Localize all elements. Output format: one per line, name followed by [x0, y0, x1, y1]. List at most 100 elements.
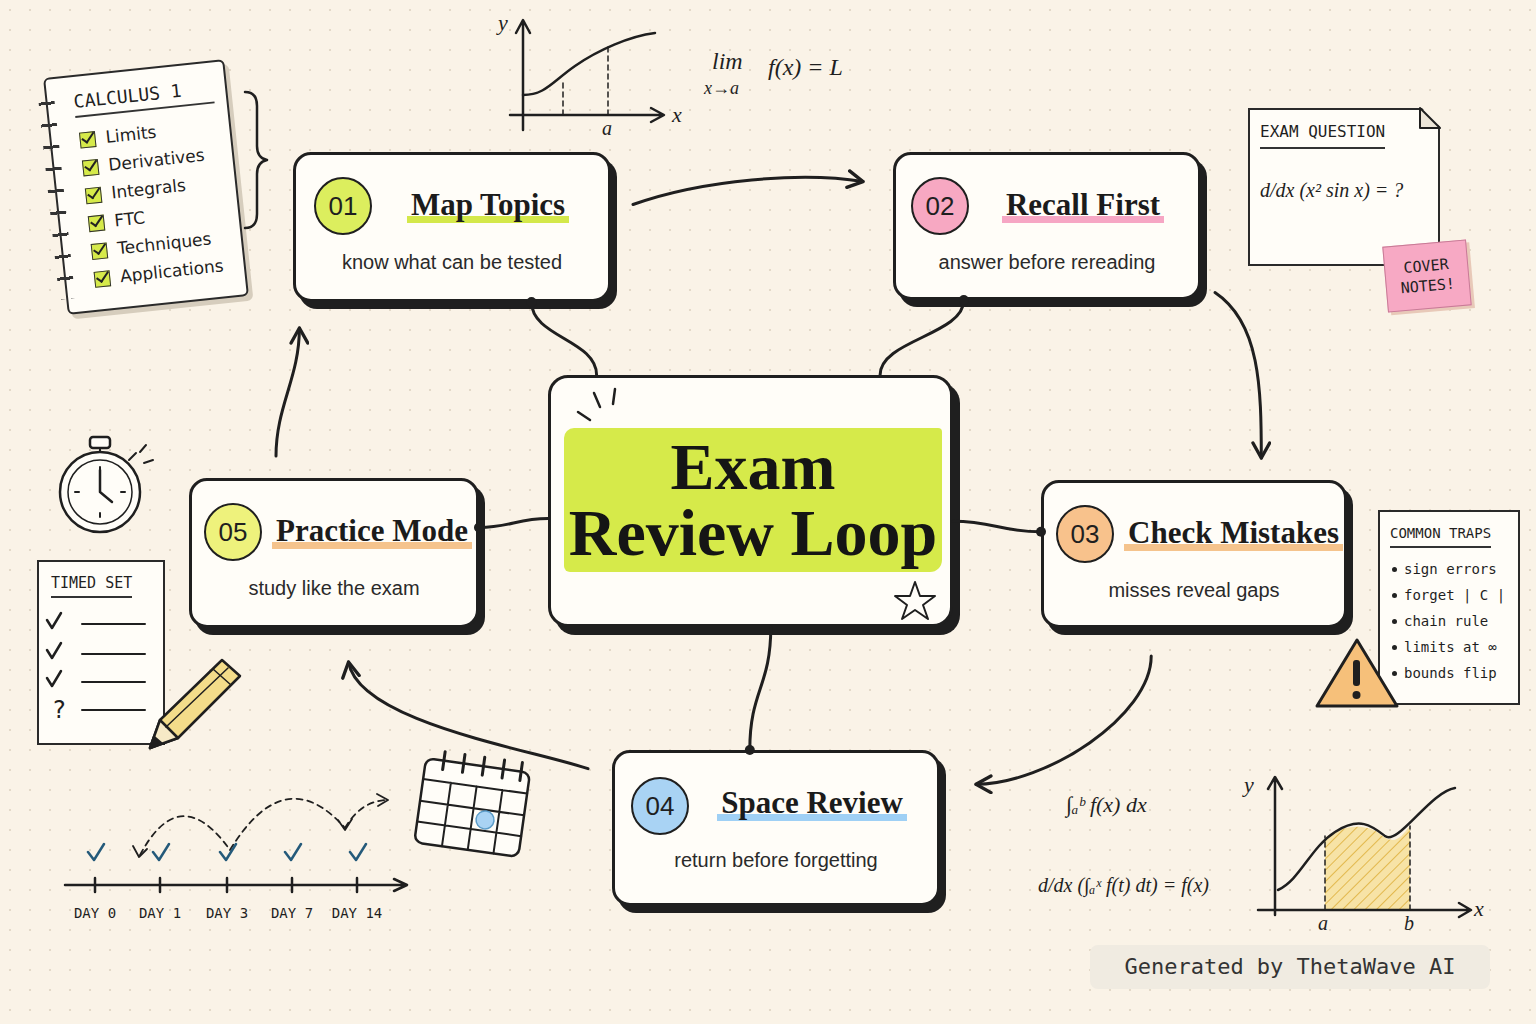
review-arcs [140, 799, 385, 855]
step-title: Practice Mode [272, 511, 472, 551]
sketches [47, 20, 1471, 917]
math-label: x [672, 102, 682, 128]
math-label: d/dx (∫ₐˣ f(t) dt) = f(x) [1038, 874, 1209, 897]
connector-line [880, 300, 964, 375]
math-label: DAY 14 [327, 905, 387, 921]
math-label: DAY 0 [70, 905, 120, 921]
math-label: DAY 7 [267, 905, 317, 921]
step-box: Check Mistakes misses reveal gaps 03 [1041, 480, 1347, 628]
arc-heads [133, 794, 388, 857]
connector-line [479, 519, 548, 528]
step-number-badge: 04 [631, 777, 689, 835]
calendar-grid [414, 779, 527, 857]
watermark: Generated by ThetaWave AI [1090, 945, 1490, 989]
central-title: Exam Review Loop [564, 428, 942, 572]
math-label: a [602, 117, 612, 140]
y-axis [516, 20, 530, 130]
dashed-bound [1325, 826, 1410, 910]
list-item: ? [53, 696, 66, 724]
traps-card: COMMON TRAPSsign errorsforget | C |chain… [1378, 510, 1520, 705]
curve [1278, 788, 1455, 890]
brace [245, 92, 267, 228]
math-label: x [1474, 896, 1484, 922]
title-holder: Space Review [695, 783, 929, 823]
curve [523, 33, 655, 95]
pencil-lines [166, 668, 231, 727]
step-subtitle: answer before rereading [896, 251, 1198, 274]
stopwatch-hands [100, 470, 112, 502]
shaded-area [1325, 826, 1410, 910]
connector-line [532, 302, 597, 375]
step-number-badge: 03 [1056, 505, 1114, 563]
card-heading: CALCULUS 1 [73, 77, 215, 118]
connector-line [750, 627, 771, 750]
stopwatch-face [68, 460, 132, 524]
warning-dot [1353, 691, 1361, 699]
timed-set-card: TIMED SET? [37, 560, 165, 745]
step-number: 01 [329, 191, 358, 222]
x-axis [1258, 903, 1471, 917]
timeline-ticks [95, 878, 357, 892]
step-title: Recall First [1002, 185, 1164, 225]
flow-arrow [633, 177, 863, 204]
step-box: Map Topicsknow what can be tested01 [293, 152, 611, 302]
step-number-badge: 05 [204, 503, 262, 561]
step-box: Space Review return before forgetting 04 [612, 750, 940, 906]
math-label: x→a [704, 78, 739, 99]
step-number: 04 [646, 791, 675, 822]
math-label: DAY 1 [135, 905, 185, 921]
review-checks [88, 844, 366, 860]
card-heading: EXAM QUESTION [1260, 122, 1385, 149]
list-item: bounds flip [1390, 660, 1508, 686]
list-item: chain rule [1390, 608, 1508, 634]
calendar-page [414, 758, 530, 857]
step-title: Check Mistakes [1124, 513, 1343, 553]
math-label: b [1404, 912, 1414, 935]
list-item: Applications [91, 251, 233, 293]
step-number: 05 [219, 517, 248, 548]
card-heading: COVER NOTES! [1390, 253, 1463, 299]
motion-lines [129, 445, 153, 463]
question-card: EXAM QUESTIONd/dx (x² sin x) = ? [1248, 108, 1440, 266]
calendar-rings [443, 752, 523, 781]
math-label: ∫ₐᵇ f(x) dx [1066, 792, 1147, 818]
stopwatch-crown [90, 437, 110, 448]
math-label: y [1244, 772, 1254, 798]
math-label: y [498, 10, 508, 36]
math-label: lim [712, 48, 743, 75]
list-item: limits at ∞ [1390, 634, 1508, 660]
math-label: a [1318, 912, 1328, 935]
title-holder: Recall First [976, 185, 1190, 225]
step-number-badge: 02 [911, 177, 969, 235]
sticky-note: COVER NOTES! [1382, 239, 1471, 312]
math-label: DAY 3 [202, 905, 252, 921]
flow-arrow [976, 656, 1151, 784]
step-subtitle: study like the exam [192, 577, 476, 600]
stopwatch-body [60, 452, 140, 532]
step-box: Recall First answer before rereading 02 [893, 152, 1201, 300]
list-item: sign errors [1390, 556, 1508, 582]
step-number-badge: 01 [314, 177, 372, 235]
stopwatch-ticks [75, 448, 125, 517]
step-title: Space Review [717, 783, 907, 823]
step-subtitle: return before forgetting [615, 849, 937, 872]
flow-arrow [349, 662, 589, 769]
y-axis [1268, 777, 1282, 915]
flow-arrow [276, 328, 299, 456]
step-title: Map Topics [407, 185, 569, 225]
title-holder: Check Mistakes [1124, 513, 1336, 553]
list-item: Integrals [82, 167, 224, 209]
step-box: Practice Mode study like the exam 05 [189, 478, 479, 628]
math-label: f(x) = L [768, 54, 843, 81]
calendar-mark [475, 810, 495, 830]
step-subtitle: misses reveal gaps [1044, 579, 1344, 602]
connector-line [953, 521, 1041, 532]
x-axis [510, 108, 664, 122]
warning-bar [1353, 660, 1360, 686]
title-holder: Practice Mode [272, 511, 468, 551]
central-box: Exam Review Loop [548, 375, 953, 627]
step-number: 02 [926, 191, 955, 222]
dashed-guide [563, 44, 608, 115]
step-number: 03 [1071, 519, 1100, 550]
